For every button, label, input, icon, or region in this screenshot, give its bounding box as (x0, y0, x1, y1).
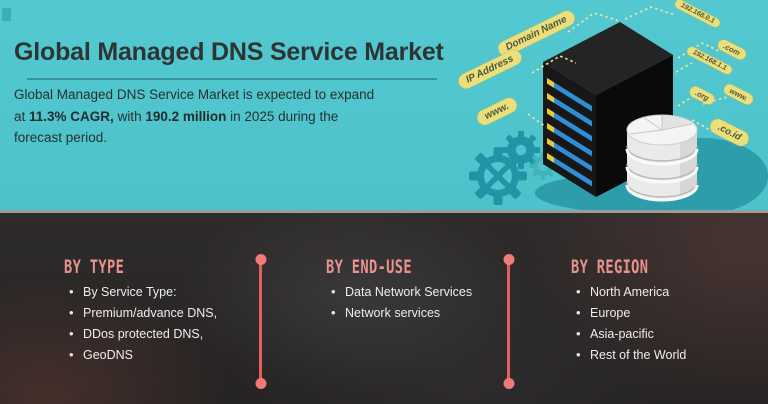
market-value: 190.2 million (145, 108, 227, 124)
list-item: By Service Type: (69, 285, 254, 299)
segment-heading: BY REGION (571, 256, 649, 278)
segment-heading: BY END-USE (326, 256, 412, 278)
connector-lines (527, 6, 728, 132)
page-title: Global Managed DNS Service Market (14, 38, 444, 66)
corner-decor (2, 8, 11, 21)
list-item: Premium/advance DNS, (69, 306, 254, 320)
market-description: Global Managed DNS Service Market is exp… (14, 84, 414, 149)
column-divider (259, 263, 262, 380)
list-item: Asia-pacific (576, 327, 751, 341)
segment-list: Data Network Services Network services (326, 285, 501, 320)
segment-by-region: BY REGION North America Europe Asia-paci… (571, 257, 751, 369)
section-divider (0, 210, 768, 213)
column-divider (507, 263, 510, 380)
title-underline (27, 78, 437, 80)
segment-by-end-use: BY END-USE Data Network Services Network… (326, 257, 501, 327)
server-illustration-svg (469, 6, 768, 211)
cagr-value: 11.3% CAGR, (29, 108, 114, 124)
description-text: in 2025 during the (226, 108, 339, 124)
hero-section: Global Managed DNS Service Market Global… (0, 0, 768, 211)
list-item: Data Network Services (331, 285, 501, 299)
segments-section: BY TYPE By Service Type: Premium/advance… (0, 213, 768, 404)
list-item: Network services (331, 306, 501, 320)
segment-list: North America Europe Asia-pacific Rest o… (571, 285, 751, 362)
list-item: DDos protected DNS, (69, 327, 254, 341)
description-text: at (14, 108, 30, 124)
database-icon (625, 114, 699, 202)
description-line: Global Managed DNS Service Market is exp… (14, 87, 375, 102)
segment-list: By Service Type: Premium/advance DNS, DD… (64, 285, 254, 362)
segment-by-type: BY TYPE By Service Type: Premium/advance… (64, 257, 254, 369)
description-line: at 11.3% CAGR, with 190.2 million in 202… (14, 106, 414, 128)
gear-icon (469, 130, 557, 205)
description-text: with (113, 108, 146, 124)
list-item: North America (576, 285, 751, 299)
segment-heading: BY TYPE (64, 256, 125, 278)
list-item: Rest of the World (576, 348, 751, 362)
list-item: GeoDNS (69, 348, 254, 362)
dns-illustration: Domain Name IP Address www. 192.168.0.1 … (440, 0, 768, 211)
description-line: forecast period. (14, 130, 108, 145)
list-item: Europe (576, 306, 751, 320)
